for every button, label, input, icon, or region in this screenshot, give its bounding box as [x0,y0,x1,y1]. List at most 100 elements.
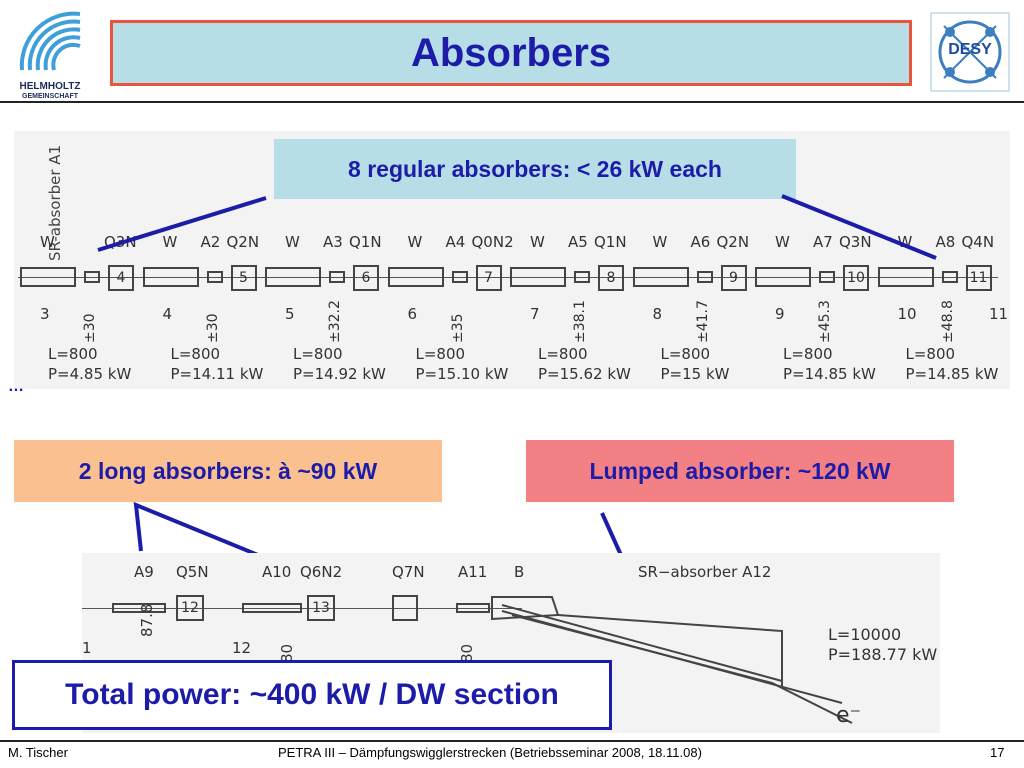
total-power-text: Total power: ~400 kW / DW section [65,678,559,711]
footer-page-number: 17 [990,745,1005,760]
absorber-label: A8 [935,233,956,251]
absorber-a9 [112,603,166,613]
title-box: Absorbers [110,20,912,86]
absorber-box [574,271,590,283]
quad-q7n [392,595,418,621]
absorber-length: L=800 [538,345,588,363]
total-power-box: Total power: ~400 kW / DW section [12,660,612,730]
pointer-long [133,501,259,557]
quad-box: 4 [108,265,134,291]
label-a9: A9 [134,563,154,581]
quad-label: Q0N2 [471,233,514,251]
cell-number: 8 [652,305,663,323]
absorber-length: L=800 [905,345,956,363]
label-sr-absorber-a12: SR−absorber A12 [638,563,772,581]
absorber-box [451,271,468,283]
quad-q6n2: 13 [307,595,335,621]
left-number-1: 1 [82,639,92,657]
helmholtz-logo-text-1: HELMHOLTZ [19,81,81,92]
quad-q5n: 12 [176,595,204,621]
lumped-absorber-callout: Lumped absorber: ~120 kW [526,440,954,502]
desy-logo-text: DESY [948,41,992,58]
left-number-12: 12 [232,639,252,657]
absorber-length: L=800 [660,345,711,363]
continuation-ellipsis: … [8,378,24,395]
quad-box: 6 [353,265,379,291]
wiggler-label: W [40,233,55,251]
pointer-regular-left [97,196,267,252]
wiggler-box [265,267,321,287]
absorber-label: A2 [200,233,221,251]
quad-label: Q1N [594,233,627,251]
absorber-power: P=14.92 kW [293,365,386,383]
label-a11: A11 [458,563,488,581]
absorber-power: P=15 kW [660,365,730,383]
footer-divider [0,740,1024,742]
quad-label: Q2N [226,233,260,251]
a12-power: P=188.77 kW [828,645,938,664]
wiggler-box [632,267,689,287]
desy-emblem-icon [930,12,1010,92]
quad-box: 5 [230,265,257,291]
cell-number: 7 [530,305,540,323]
quad-box: 9 [720,265,747,291]
helmholtz-logo: HELMHOLTZ GEMEINSCHAFT [10,6,90,100]
cell-number: 3 [40,305,50,323]
long-absorbers-callout: 2 long absorbers: à ~90 kW [14,440,442,502]
absorber-length: L=800 [783,345,833,363]
bottom-beamline-axis [82,608,522,609]
wiggler-label: W [285,233,300,251]
absorber-a10 [242,603,302,613]
pos-partial-1: 87.8 [138,603,156,637]
wiggler-box [20,267,76,287]
desy-logo: DESY [930,12,1010,92]
wiggler-box [755,267,811,287]
absorber-power: P=14.85 kW [783,365,876,383]
label-q5n: Q5N [176,563,209,581]
quad-box: 10 [843,265,869,291]
wiggler-label: W [775,233,790,251]
absorber-box [819,271,835,283]
wiggler-box [142,267,199,287]
quad-label: Q2N [716,233,750,251]
quad-box: 8 [598,265,624,291]
absorber-power: P=14.11 kW [170,365,264,383]
absorber-box [84,271,100,283]
footer-author: M. Tischer [8,745,68,760]
absorber-label: A3 [323,233,343,251]
absorber-label: A6 [690,233,711,251]
label-q7n: Q7N [392,563,425,581]
absorber-power: P=15.10 kW [415,365,509,383]
electron-label: e⁻ [836,703,862,728]
absorber-a11 [456,603,490,613]
absorber-label: A7 [813,233,833,251]
quad-box: 11 [965,265,992,291]
footer-event: PETRA III – Dämpfungswigglerstrecken (Be… [278,745,702,760]
absorber-box [696,271,713,283]
wiggler-box [387,267,444,287]
absorber-box [941,271,958,283]
label-a10: A10 [262,563,292,581]
label-b: B [514,563,525,581]
absorber-box [329,271,345,283]
cell-number: 10 [897,305,917,323]
wiggler-label: W [530,233,545,251]
cell-number: 5 [285,305,295,323]
absorber-power: P=15.62 kW [538,365,631,383]
regular-absorbers-callout: 8 regular absorbers: < 26 kW each [274,139,796,199]
sr-absorber-a12-shape [491,596,853,724]
a12-length: L=10000 [828,625,902,644]
quad-box: 7 [475,265,502,291]
cell-number: 4 [162,305,173,323]
wiggler-box [510,267,566,287]
header-divider [0,101,1024,103]
absorber-power: P=14.85 kW [905,365,999,383]
last-cell-number: 11 [989,305,1009,323]
absorber-length: L=800 [415,345,466,363]
